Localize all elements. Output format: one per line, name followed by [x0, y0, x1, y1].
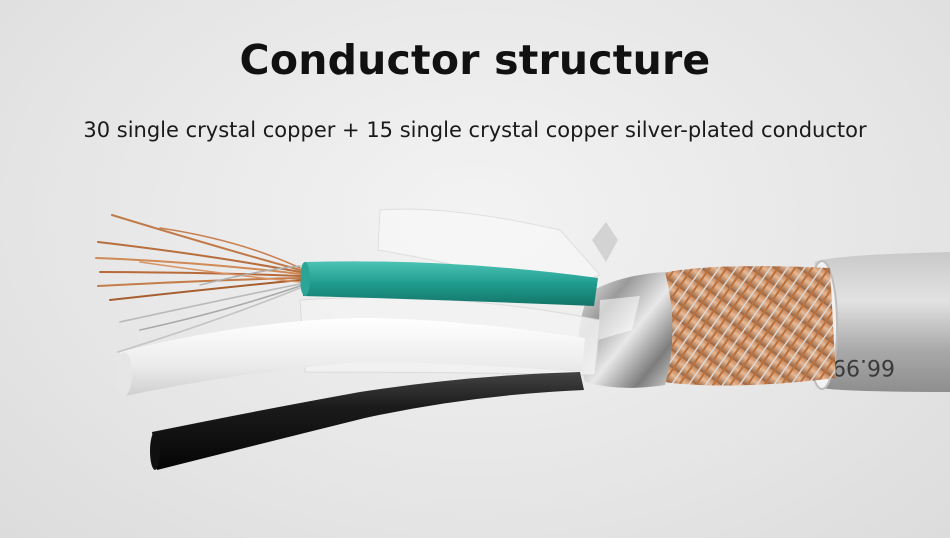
braided-shield: [641, 266, 836, 386]
white-conductor: [120, 318, 585, 396]
copper-strands: [95, 214, 301, 353]
page-subtitle: 30 single crystal copper + 15 single cry…: [83, 118, 867, 142]
jacket-print-text: 66.99: [832, 354, 895, 379]
page-title: Conductor structure: [239, 36, 711, 84]
black-conductor: [152, 372, 584, 470]
teal-conductor: [303, 261, 598, 306]
